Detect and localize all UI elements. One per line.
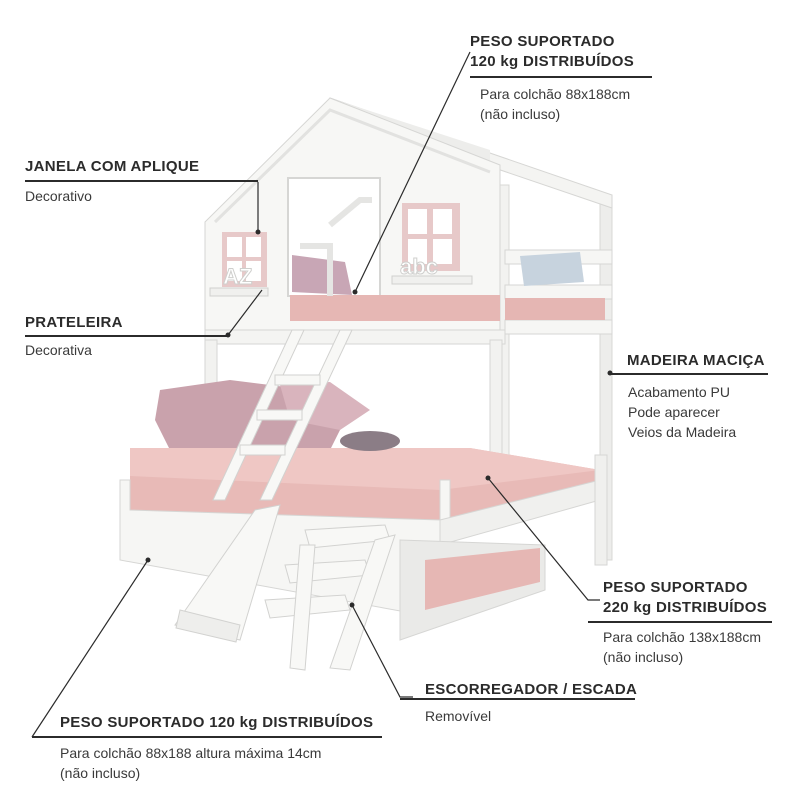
callout-desc: Veios da Madeira: [628, 424, 737, 440]
callout-desc: (não incluso): [480, 106, 561, 122]
callout-peso-mid: PESO SUPORTADO 220 kg DISTRIBUÍDOS: [603, 578, 767, 618]
callout-desc: Para colchão 138x188cm: [603, 629, 761, 645]
callout-desc: Para colchão 88x188 altura máxima 14cm: [60, 745, 322, 761]
callout-janela: JANELA COM APLIQUE: [25, 157, 199, 177]
callout-desc: (não incluso): [60, 765, 141, 781]
upper-beam: [204, 329, 506, 345]
shelf-right: [391, 275, 473, 285]
shelf-left: [209, 287, 269, 297]
callout-prateleira-desc: Decorativa: [25, 340, 92, 360]
callout-janela-desc: Decorativo: [25, 186, 92, 206]
window-applique-right: [402, 203, 460, 271]
callout-underline: [588, 621, 772, 623]
callout-peso-mid-desc: Para colchão 138x188cm (não incluso): [603, 627, 761, 667]
callout-desc: (não incluso): [603, 649, 684, 665]
callout-underline: [25, 335, 228, 337]
upper-rail: [504, 284, 613, 300]
callout-title: PESO SUPORTADO: [603, 579, 748, 596]
callout-underline: [400, 698, 635, 700]
callout-title: ESCORREGADOR / ESCADA: [425, 681, 638, 698]
callout-desc: Removível: [425, 708, 492, 724]
callout-prateleira: PRATELEIRA: [25, 313, 123, 333]
window-applique-left: [222, 232, 267, 287]
ladder: [212, 329, 353, 501]
callout-madeira: MADEIRA MACIÇA: [627, 351, 765, 371]
shelf-letters-left: AZ: [223, 264, 252, 289]
shelf-letters-right: abc: [400, 254, 438, 279]
callout-underline: [470, 76, 652, 78]
callout-madeira-desc: Acabamento PU Pode aparecer Veios da Mad…: [628, 382, 736, 442]
leader-lines: [31, 51, 600, 738]
callout-escorregador-desc: Removível: [425, 706, 491, 726]
callout-peso-bottom: PESO SUPORTADO 120 kg DISTRIBUÍDOS: [60, 713, 373, 733]
callout-title: 120 kg DISTRIBUÍDOS: [470, 53, 635, 70]
callout-underline: [32, 736, 382, 738]
callout-title: 220 kg DISTRIBUÍDOS: [603, 599, 768, 616]
callout-desc: Decorativa: [25, 342, 92, 358]
callout-escorregador: ESCORREGADOR / ESCADA: [425, 680, 637, 700]
pillow: [520, 252, 584, 286]
upper-mattress: [290, 295, 500, 321]
trundle-mattress: [425, 548, 540, 610]
bed-post: [594, 454, 608, 566]
callout-desc: Decorativo: [25, 188, 92, 204]
callout-peso-bottom-desc: Para colchão 88x188 altura máxima 14cm (…: [60, 743, 321, 783]
pillow: [292, 255, 352, 295]
callout-title: PESO SUPORTADO: [470, 33, 615, 50]
callout-underline: [610, 373, 768, 375]
callout-peso-top: PESO SUPORTADO 120 kg DISTRIBUÍDOS: [470, 32, 634, 72]
slide-steps: [264, 524, 396, 671]
slide: [174, 504, 281, 643]
callout-title: JANELA COM APLIQUE: [25, 158, 200, 175]
toy-whale: [340, 431, 400, 451]
callout-title: PRATELEIRA: [25, 314, 123, 331]
callout-peso-top-desc: Para colchão 88x188cm (não incluso): [480, 84, 630, 124]
callout-title: PESO SUPORTADO 120 kg DISTRIBUÍDOS: [60, 714, 374, 731]
callout-desc: Para colchão 88x188cm: [480, 86, 631, 102]
callout-desc: Pode aparecer: [628, 404, 720, 420]
callout-desc: Acabamento PU: [628, 384, 730, 400]
callout-title: MADEIRA MACIÇA: [627, 352, 765, 369]
upper-mattress: [505, 298, 605, 320]
upper-rail: [504, 319, 613, 335]
callout-underline: [25, 180, 258, 182]
